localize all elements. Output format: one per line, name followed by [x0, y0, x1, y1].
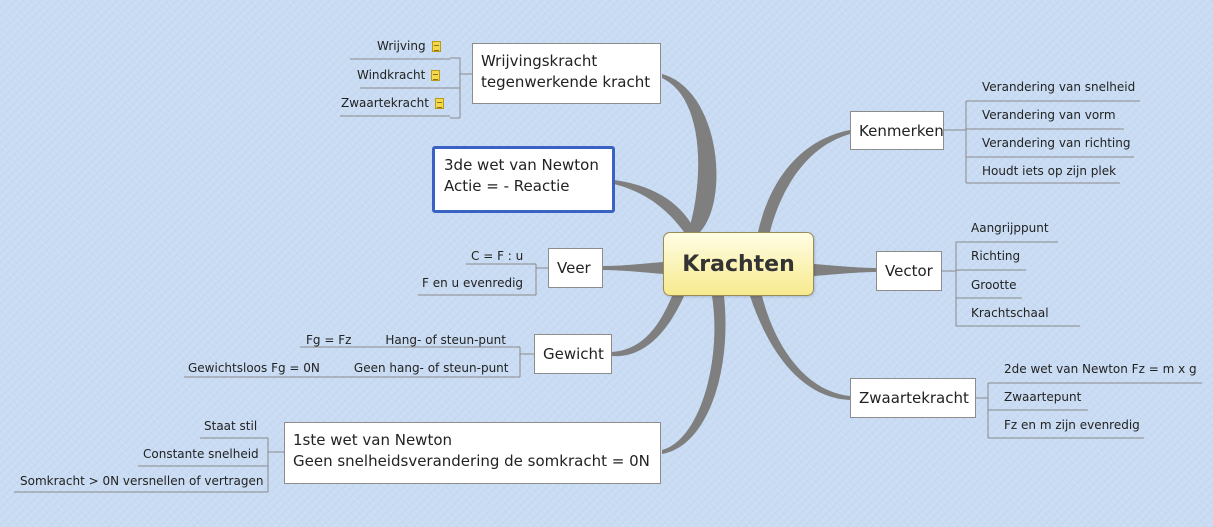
subtopic-label: Houdt iets op zijn plek [982, 164, 1117, 178]
topic-zwaartekracht[interactable]: Zwaartekracht [850, 378, 976, 418]
subtopic-somkracht[interactable]: Somkracht > 0N versnellen of vertragen [20, 474, 263, 488]
subtopic-label: Hang- of steun-punt [385, 333, 506, 347]
subtopic-label: Zwaartepunt [1004, 390, 1082, 404]
note-icon[interactable] [434, 97, 444, 109]
subtopic-fz-m-evenredig[interactable]: Fz en m zijn evenredig [1004, 418, 1140, 432]
branch-vector [814, 264, 876, 276]
subtopic-label: Staat stil [204, 419, 258, 433]
subtopic-fg-fz[interactable]: Fg = Fz Hang- of steun-punt [306, 333, 506, 347]
subtopic-label: F en u evenredig [422, 276, 524, 290]
subtopic-c-formula[interactable]: C = F : u [471, 249, 523, 263]
subtopic-label: Aangrijppunt [971, 221, 1049, 235]
note-icon[interactable] [431, 69, 441, 81]
topic-label: Veer [557, 259, 591, 277]
subtopic-label: C = F : u [471, 249, 524, 263]
subtopic-label: Richting [971, 249, 1021, 263]
branch-newton1 [662, 296, 726, 454]
subtopic-label: Windkracht [357, 68, 426, 82]
subtopic-richting[interactable]: Richting [971, 249, 1020, 263]
subtopic-aangrijppunt[interactable]: Aangrijppunt [971, 221, 1049, 235]
subtopic-label: Constante snelheid [143, 447, 259, 461]
subtopic-constante-snelheid[interactable]: Constante snelheid [143, 447, 259, 461]
topic-label: Kenmerken [859, 122, 944, 140]
subtopic-wrijving[interactable]: Wrijving [377, 39, 441, 53]
subtopic-grootte[interactable]: Grootte [971, 278, 1016, 292]
topic-line: Actie = - Reactie [444, 177, 570, 195]
subtopic-label: Zwaartekracht [341, 96, 429, 110]
topic-gewicht[interactable]: Gewicht [534, 334, 612, 374]
topic-label: Gewicht [543, 345, 604, 363]
subtopic-label: 2de wet van Newton Fz = m x g [1004, 362, 1197, 376]
branch-gewicht [612, 296, 684, 357]
subtopic-label: Verandering van snelheid [982, 80, 1136, 94]
topic-line: 1ste wet van Newton [293, 431, 453, 449]
subtopic-verandering-snelheid[interactable]: Verandering van snelheid [982, 80, 1135, 94]
subtopic-staat-stil[interactable]: Staat stil [204, 419, 257, 433]
topic-wrijvingskracht[interactable]: Wrijvingskracht tegenwerkende kracht [472, 43, 661, 104]
topic-line: 3de wet van Newton [444, 156, 599, 174]
branch-kenmerken [758, 130, 850, 232]
subtopic-label: Gewichtsloos Fg = 0N [188, 361, 320, 375]
subtopic-houdt-plek[interactable]: Houdt iets op zijn plek [982, 164, 1116, 178]
subtopic-label: Verandering van richting [982, 136, 1131, 150]
subtopic-krachtschaal[interactable]: Krachtschaal [971, 306, 1049, 320]
subtopic-label: Verandering van vorm [982, 108, 1116, 122]
subtopic-label: Fg = Fz [306, 333, 352, 347]
topic-newton1[interactable]: 1ste wet van Newton Geen snelheidsverand… [284, 422, 661, 484]
topic-veer[interactable]: Veer [548, 248, 603, 288]
branch-zwaartekracht [750, 296, 850, 400]
central-topic[interactable]: Krachten [663, 232, 814, 296]
topic-vector[interactable]: Vector [876, 251, 942, 291]
subtopic-evenredig[interactable]: F en u evenredig [422, 276, 523, 290]
subtopic-zwaartekracht[interactable]: Zwaartekracht [341, 96, 444, 110]
note-icon[interactable] [431, 40, 441, 52]
subtopic-label: Wrijving [377, 39, 426, 53]
subtopic-label: Somkracht > 0N versnellen of vertragen [20, 474, 264, 488]
subtopic-windkracht[interactable]: Windkracht [357, 68, 441, 82]
subtopic-verandering-richting[interactable]: Verandering van richting [982, 136, 1130, 150]
subtopic-label: Fz en m zijn evenredig [1004, 418, 1140, 432]
subtopic-gewichtsloos[interactable]: Gewichtsloos Fg = 0N Geen hang- of steun… [188, 361, 509, 375]
topic-kenmerken[interactable]: Kenmerken [850, 111, 944, 150]
subtopic-zwaartepunt[interactable]: Zwaartepunt [1004, 390, 1081, 404]
branch-veer [603, 262, 663, 274]
subtopic-newton2[interactable]: 2de wet van Newton Fz = m x g [1004, 362, 1197, 376]
subtopic-label: Geen hang- of steun-punt [353, 361, 509, 375]
topic-newton3[interactable]: 3de wet van Newton Actie = - Reactie [432, 146, 615, 213]
subtopic-label: Grootte [971, 278, 1017, 292]
branch-newton3 [614, 180, 696, 232]
topic-label: Vector [885, 262, 933, 280]
topic-line: Wrijvingskracht [481, 52, 598, 70]
subtopic-verandering-vorm[interactable]: Verandering van vorm [982, 108, 1116, 122]
topic-line: Geen snelheidsverandering de somkracht =… [293, 452, 650, 470]
topic-line: tegenwerkende kracht [481, 73, 651, 91]
branch-wrijvingskracht [662, 74, 717, 232]
topic-label: Zwaartekracht [859, 389, 969, 407]
subtopic-label: Krachtschaal [971, 306, 1049, 320]
